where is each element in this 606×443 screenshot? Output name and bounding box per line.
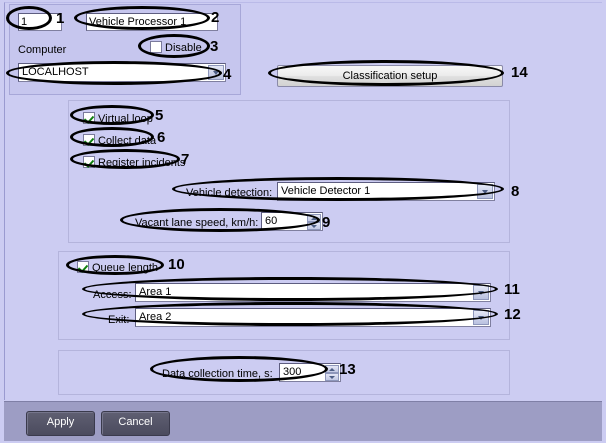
chevron-down-icon[interactable] [473, 285, 489, 300]
virtual-loop-checkbox-box[interactable] [83, 112, 95, 124]
virtual-loop-checkbox[interactable]: Virtual loop [83, 112, 153, 127]
detection-panel: Virtual loop Collect data Register incid… [68, 100, 510, 243]
vehicle-detection-label: Vehicle detection: [186, 187, 273, 199]
queue-panel: Queue length Access: Area 1 Exit: Area 2 [58, 251, 510, 340]
computer-label: Computer [18, 44, 67, 56]
annotation-number-13: 13 [339, 361, 356, 378]
queue-length-label: Queue length [92, 262, 159, 274]
vacant-lane-speed-stepper[interactable]: 60 [261, 212, 323, 231]
register-incidents-label: Register incidents [98, 157, 186, 169]
data-collection-time-stepper[interactable]: 300 [279, 363, 341, 382]
computer-host-combobox[interactable]: LOCALHOST [18, 63, 226, 82]
exit-value: Area 2 [139, 311, 172, 323]
stepper-down-icon[interactable] [325, 373, 339, 381]
vehicle-detection-combobox[interactable]: Vehicle Detector 1 [277, 182, 495, 201]
disable-checkbox-label: Disable [165, 42, 202, 54]
cancel-button[interactable]: Cancel [101, 411, 170, 436]
virtual-loop-label: Virtual loop [98, 113, 153, 125]
collect-data-checkbox-box[interactable] [83, 134, 95, 146]
annotation-number-6: 6 [157, 129, 166, 146]
access-combobox[interactable]: Area 1 [135, 283, 491, 302]
chevron-down-icon[interactable] [208, 65, 224, 80]
data-collection-time-label: Data collection time, s: [162, 368, 273, 380]
queue-length-checkbox-box[interactable] [77, 261, 89, 273]
annotation-number-9: 9 [322, 214, 331, 231]
annotation-number-7: 7 [181, 151, 190, 168]
stepper-up-icon[interactable] [307, 214, 321, 222]
annotation-number-12: 12 [504, 306, 521, 323]
annotation-number-11: 11 [504, 281, 520, 298]
annotation-number-5: 5 [155, 107, 164, 124]
annotation-number-14: 14 [511, 64, 528, 81]
chevron-down-icon[interactable] [477, 184, 493, 199]
computer-group-panel: 1 Vehicle Processor 1 Computer Disable L… [9, 4, 241, 95]
object-name-field[interactable]: Vehicle Processor 1 [86, 13, 218, 31]
collect-data-checkbox[interactable]: Collect data [83, 134, 156, 149]
vacant-lane-speed-value: 60 [265, 215, 278, 227]
vacant-lane-speed-label: Vacant lane speed, km/h: [135, 217, 259, 229]
access-label: Access: [93, 289, 132, 301]
annotation-number-8: 8 [511, 183, 520, 200]
annotation-number-3: 3 [210, 38, 219, 55]
register-incidents-checkbox[interactable]: Register incidents [83, 156, 185, 171]
exit-combobox[interactable]: Area 2 [135, 308, 491, 327]
annotation-number-2: 2 [211, 9, 220, 26]
disable-checkbox-box[interactable] [150, 41, 162, 53]
computer-host-value: LOCALHOST [22, 66, 89, 78]
disable-checkbox[interactable]: Disable [150, 41, 202, 56]
access-value: Area 1 [139, 286, 172, 298]
queue-length-checkbox[interactable]: Queue length [77, 261, 158, 276]
window-client-area: 1 Vehicle Processor 1 Computer Disable L… [4, 2, 602, 400]
classification-setup-button[interactable]: Classification setup [277, 65, 503, 87]
chevron-down-icon[interactable] [473, 310, 489, 325]
vehicle-detection-value: Vehicle Detector 1 [281, 185, 371, 197]
annotation-number-10: 10 [168, 256, 185, 273]
register-incidents-checkbox-box[interactable] [83, 156, 95, 168]
annotation-number-4: 4 [223, 66, 232, 83]
data-collection-panel: Data collection time, s: 300 [58, 350, 510, 395]
apply-button[interactable]: Apply [26, 411, 95, 436]
dialog-footer: Apply Cancel [4, 401, 602, 441]
data-collection-time-value: 300 [283, 366, 302, 378]
collect-data-label: Collect data [98, 135, 157, 147]
annotation-number-1: 1 [56, 10, 65, 27]
stepper-down-icon[interactable] [307, 222, 321, 230]
exit-label: Exit: [108, 314, 130, 326]
stepper-up-icon[interactable] [325, 365, 339, 373]
